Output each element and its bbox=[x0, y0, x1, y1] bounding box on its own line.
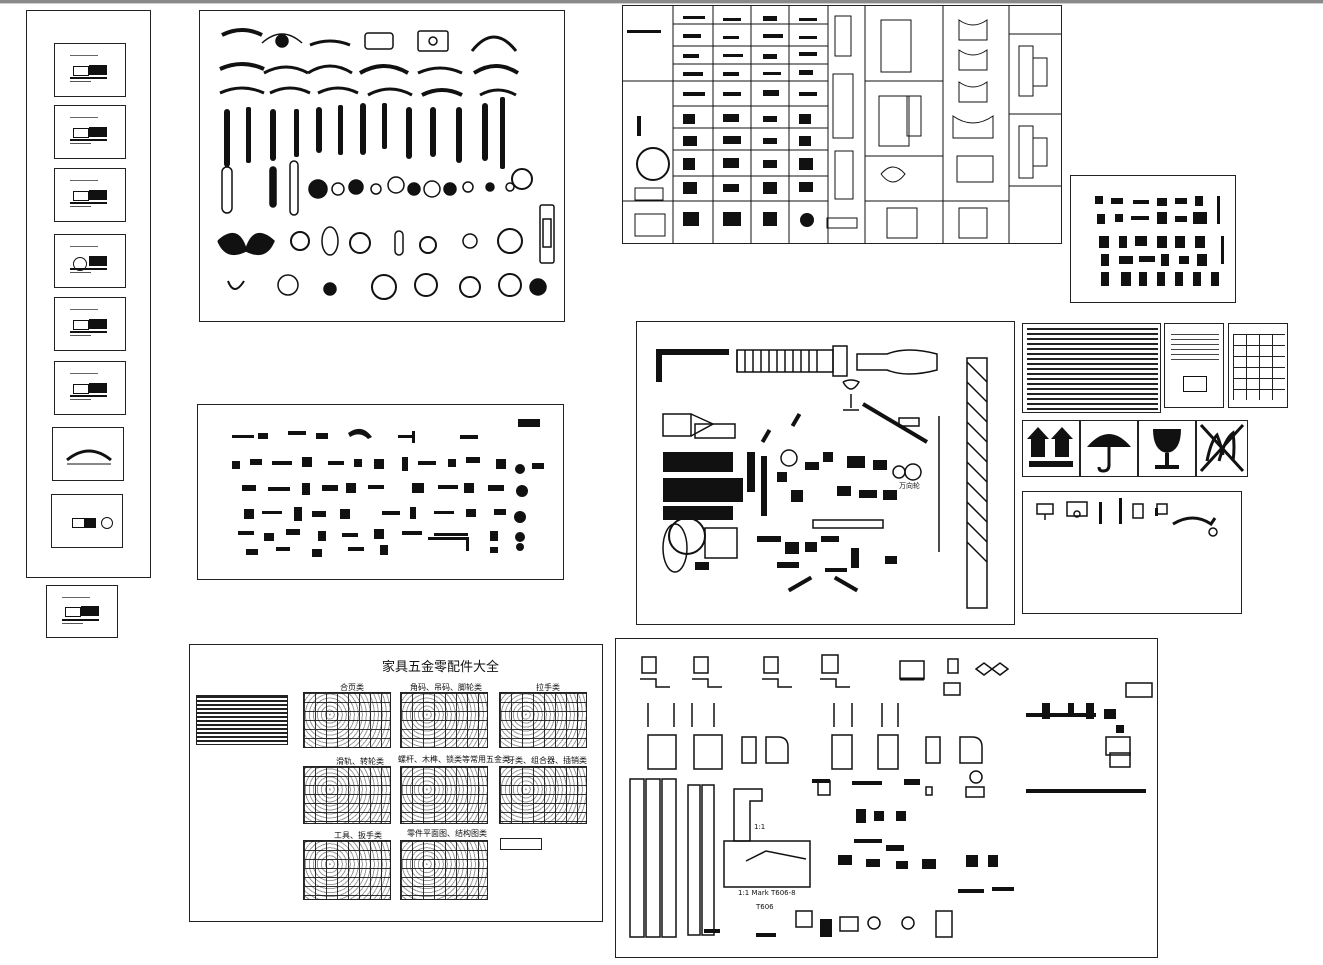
category-grid-handles[interactable] bbox=[499, 692, 587, 748]
category-grid-tools[interactable] bbox=[303, 840, 391, 900]
category-title-handles: 拉手类 bbox=[536, 683, 560, 692]
spec-table-sheet-2[interactable] bbox=[1164, 323, 1224, 408]
thumbnail-sheet-8[interactable] bbox=[51, 494, 123, 548]
corner-brackets-drawing bbox=[1095, 196, 1224, 286]
category-title-drawings: 零件平面图、结构图类 bbox=[407, 829, 487, 838]
category-title-connectors: 牙类、组合器、插销类 bbox=[507, 756, 587, 765]
category-title-tools: 工具、扳手类 bbox=[334, 831, 382, 840]
category-grid-screws[interactable] bbox=[400, 766, 488, 824]
thumbnail-sheet-4[interactable] bbox=[54, 234, 126, 288]
window-top-bar-shadow bbox=[0, 3, 1323, 4]
category-title-hinges: 合页类 bbox=[340, 683, 364, 692]
category-grid-hinges[interactable] bbox=[303, 692, 391, 748]
window-top-bar bbox=[0, 0, 1323, 3]
model-label: T606 bbox=[756, 903, 774, 911]
hinge-details-sheet[interactable]: 1:1 1:1 Mark T606-8 T606 bbox=[615, 638, 1158, 958]
hinges-brackets-drawing bbox=[623, 6, 1061, 243]
fasteners-tools-drawing bbox=[656, 345, 988, 609]
spec-table-sheet-3[interactable] bbox=[1228, 323, 1288, 408]
wheel-label: 万向轮 bbox=[899, 482, 920, 490]
umbrella-keep-dry-icon bbox=[1087, 434, 1131, 473]
thumbnail-sheet-1[interactable] bbox=[54, 43, 126, 97]
category-grid-slides[interactable] bbox=[303, 766, 391, 824]
small-parts-sheet[interactable] bbox=[197, 404, 564, 580]
thumbnail-column-frame bbox=[26, 10, 151, 578]
ornamental-handles-drawing bbox=[217, 28, 555, 300]
corner-brackets-sheet[interactable] bbox=[1070, 175, 1236, 303]
hinges-brackets-sheet[interactable] bbox=[622, 5, 1062, 244]
fasteners-tools-sheet[interactable]: 万向轮 bbox=[636, 321, 1015, 625]
curved-handle-drawing bbox=[66, 449, 112, 465]
thumbnail-sheet-3[interactable] bbox=[54, 168, 126, 222]
spec-note-box bbox=[1183, 376, 1207, 392]
thumbnail-sheet-5[interactable] bbox=[54, 297, 126, 351]
catalog-overview-sheet[interactable] bbox=[189, 644, 603, 922]
catalog-legend-box bbox=[500, 838, 542, 850]
small-parts-drawing bbox=[232, 419, 544, 557]
category-grid-connectors[interactable] bbox=[499, 766, 587, 824]
thumbnail-sheet-2[interactable] bbox=[54, 105, 126, 159]
spec-table-grid bbox=[1027, 328, 1158, 410]
hinge-details-drawing bbox=[629, 654, 1153, 938]
spec-note-lines bbox=[1171, 334, 1219, 364]
spec-symbol-grid bbox=[1233, 334, 1285, 400]
category-grid-drawings[interactable] bbox=[400, 840, 488, 900]
category-title-screws: 螺杆、木榫、锁类等常用五金类 bbox=[398, 755, 510, 764]
spec-table-sheet-1[interactable] bbox=[1022, 323, 1161, 413]
no-hand-hooks-icon bbox=[1199, 423, 1245, 473]
ornamental-handles-sheet[interactable] bbox=[199, 10, 565, 322]
thumbnail-sheet-9[interactable] bbox=[46, 585, 118, 638]
section-model-label: 1:1 Mark T606-8 bbox=[738, 889, 796, 897]
packaging-icon-frame-2[interactable] bbox=[1080, 420, 1138, 477]
packaging-icon-frame-3[interactable] bbox=[1138, 420, 1196, 477]
category-title-slides: 滑轨、转轮类 bbox=[336, 757, 384, 766]
thumbnail-sheet-6[interactable] bbox=[54, 361, 126, 415]
fragile-glass-icon bbox=[1153, 429, 1181, 469]
scale-label: 1:1 bbox=[754, 823, 766, 831]
catalog-title: 家具五金零配件大全 bbox=[382, 660, 500, 675]
handle-parts-sheet[interactable] bbox=[1022, 491, 1242, 614]
thumbnail-sheet-7[interactable] bbox=[52, 427, 124, 481]
category-grid-brackets[interactable] bbox=[400, 692, 488, 748]
handle-parts-drawing bbox=[1036, 498, 1218, 537]
packaging-icon-frame-1[interactable] bbox=[1022, 420, 1080, 477]
category-title-brackets: 角码、吊码、脚轮类 bbox=[410, 683, 482, 692]
catalog-index-table bbox=[196, 695, 288, 745]
packaging-icon-frame-4[interactable] bbox=[1196, 420, 1248, 477]
this-way-up-icon bbox=[1027, 427, 1073, 467]
